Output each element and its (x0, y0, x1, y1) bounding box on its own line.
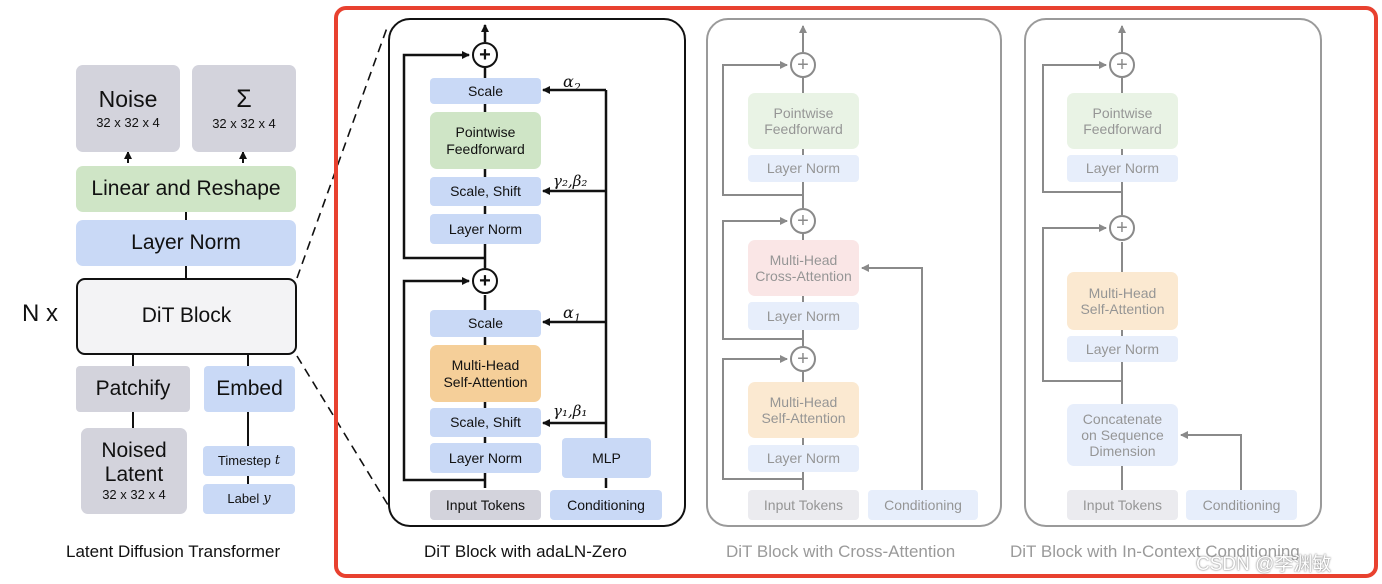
watermark: CSDN @李渊敏 (1196, 554, 1332, 575)
cross-mhsa-box: Multi-Head Self-Attention (748, 382, 859, 438)
cross-pointwise-line1: Pointwise (773, 104, 834, 121)
adaln-panel (388, 18, 686, 527)
incontext-pointwise-line2: Feedforward (1083, 121, 1162, 137)
adaln-pointwise-box: Pointwise Feedforward (430, 112, 541, 169)
sigma-box: Σ 32 x 32 x 4 (192, 65, 296, 152)
cross-conditioning: Conditioning (868, 490, 978, 520)
cross-mhca-line2: Cross-Attention (755, 268, 852, 284)
adaln-mlp-box: MLP (562, 438, 651, 478)
label-label: Label (227, 490, 260, 506)
incontext-plus-top-icon: + (1109, 52, 1135, 78)
dit-block-box: DiT Block (76, 278, 297, 355)
incontext-plus-bottom-icon: + (1109, 215, 1135, 241)
incontext-layer-norm-mid: Layer Norm (1067, 336, 1178, 362)
incontext-pointwise-line1: Pointwise (1092, 104, 1153, 121)
patchify-box: Patchify (76, 366, 190, 412)
sigma-label: Σ (236, 85, 252, 114)
adaln-scale-shift-top: Scale, Shift (430, 177, 541, 206)
noise-shape: 32 x 32 x 4 (96, 114, 160, 130)
adaln-layer-norm-top: Layer Norm (430, 214, 541, 244)
noised-latent-line1: Noised (101, 438, 167, 462)
adaln-scale-shift-bottom: Scale, Shift (430, 408, 541, 437)
incontext-concat-line2: on Sequence (1081, 426, 1164, 443)
incontext-panel (1024, 18, 1322, 527)
noised-latent-box: Noised Latent 32 x 32 x 4 (81, 428, 187, 514)
incontext-pointwise-box: Pointwise Feedforward (1067, 93, 1178, 149)
adaln-input-tokens: Input Tokens (430, 490, 541, 520)
cross-mhsa-line2: Self-Attention (761, 410, 846, 426)
caption-cross: DiT Block with Cross-Attention (726, 542, 956, 561)
gamma1-beta1-label: γ₁,β₁ (553, 402, 588, 420)
adaln-mhsa-box: Multi-Head Self-Attention (430, 345, 541, 402)
incontext-concat-line1: Concatenate (1082, 410, 1163, 427)
cross-mhca-line1: Multi-Head (769, 251, 838, 268)
adaln-mhsa-line2: Self-Attention (443, 373, 528, 390)
sigma-shape: 32 x 32 x 4 (212, 115, 276, 131)
incontext-mhsa-box: Multi-Head Self-Attention (1067, 272, 1178, 330)
cross-layer-norm-mid: Layer Norm (748, 302, 859, 330)
cross-plus-mid-icon: + (790, 208, 816, 234)
adaln-pointwise-line1: Pointwise (455, 124, 516, 141)
cross-plus-top-icon: + (790, 52, 816, 78)
timestep-label: Timestep (217, 452, 271, 468)
incontext-layer-norm-top: Layer Norm (1067, 155, 1178, 182)
adaln-layer-norm-bottom: Layer Norm (430, 443, 541, 473)
cross-mhsa-line1: Multi-Head (769, 393, 838, 410)
adaln-conditioning: Conditioning (550, 490, 662, 520)
timestep-var: t (274, 452, 281, 468)
incontext-conditioning: Conditioning (1186, 490, 1297, 520)
timestep-box: Timestep t (203, 446, 295, 476)
incontext-input-tokens: Input Tokens (1067, 490, 1178, 520)
cross-input-tokens: Input Tokens (748, 490, 859, 520)
incontext-mhsa-line2: Self-Attention (1080, 301, 1165, 317)
gamma2-beta2-label: γ₂,β₂ (553, 172, 588, 190)
incontext-mhsa-line1: Multi-Head (1088, 284, 1157, 301)
embed-box: Embed (204, 366, 295, 412)
cross-plus-bottom-icon: + (790, 346, 816, 372)
caption-ldt: Latent Diffusion Transformer (66, 542, 281, 561)
cross-pointwise-box: Pointwise Feedforward (748, 93, 859, 149)
n-times-label: N x (22, 300, 58, 327)
layer-norm-box: Layer Norm (76, 220, 296, 266)
noised-latent-line2: Latent (104, 463, 164, 487)
cross-panel (706, 18, 1002, 527)
label-box: Label y (203, 484, 295, 514)
adaln-plus-top-icon: + (472, 42, 498, 68)
adaln-mhsa-line1: Multi-Head (451, 357, 520, 374)
incontext-concat-line3: Dimension (1089, 443, 1156, 460)
cross-layer-norm-bottom: Layer Norm (748, 445, 859, 472)
alpha1-label: α1 (563, 303, 581, 326)
noised-latent-shape: 32 x 32 x 4 (102, 487, 166, 503)
adaln-plus-bottom-icon: + (472, 268, 498, 294)
noise-box: Noise 32 x 32 x 4 (76, 65, 180, 152)
incontext-concat-box: Concatenate on Sequence Dimension (1067, 404, 1178, 466)
noise-label: Noise (98, 86, 158, 113)
caption-adaln: DiT Block with adaLN-Zero (424, 542, 627, 561)
highlight-frame (334, 6, 1378, 578)
caption-incontext: DiT Block with In-Context Conditioning (1010, 542, 1300, 561)
cross-pointwise-line2: Feedforward (764, 121, 843, 137)
cross-layer-norm-top: Layer Norm (748, 155, 859, 182)
label-var: y (263, 490, 271, 506)
linear-reshape-box: Linear and Reshape (76, 166, 296, 212)
alpha2-label: α2 (563, 72, 581, 95)
adaln-scale-bottom: Scale (430, 310, 541, 337)
cross-mhca-box: Multi-Head Cross-Attention (748, 240, 859, 296)
adaln-pointwise-line2: Feedforward (446, 140, 525, 157)
adaln-scale-top: Scale (430, 78, 541, 104)
